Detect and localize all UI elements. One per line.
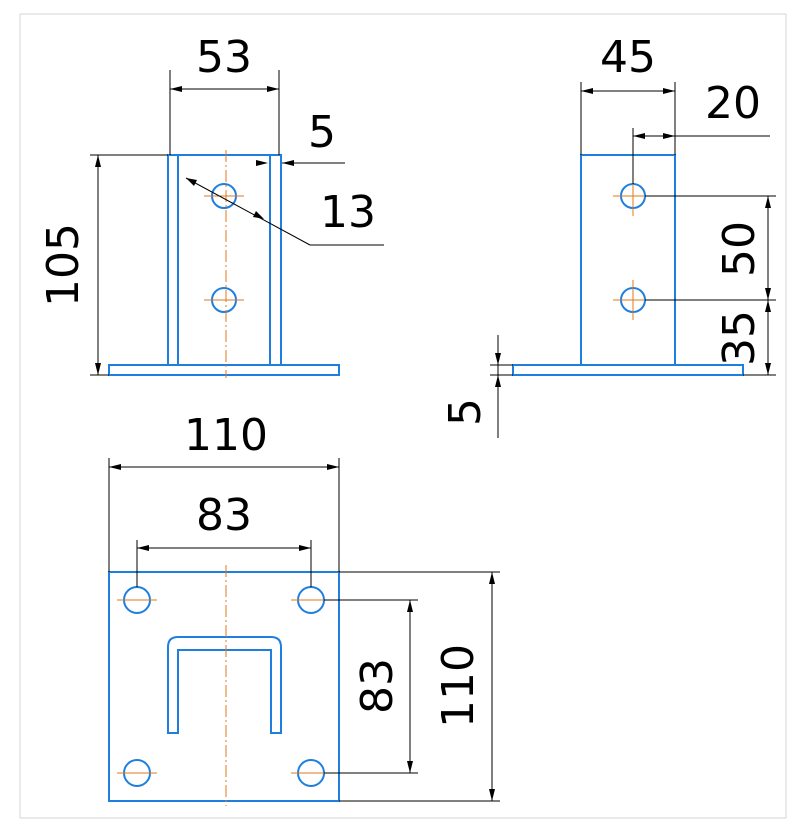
side-width-arrow-right — [663, 88, 675, 94]
drawing-frame — [19, 13, 787, 819]
side-upright-outline — [580, 154, 676, 366]
top-height-label: 110 — [433, 644, 484, 728]
front-hole-label: 13 — [320, 187, 376, 238]
front-thickness-arrow — [282, 160, 294, 166]
front-base-plate — [108, 364, 340, 376]
top-spacing-x-arrow-left — [137, 545, 149, 551]
front-upright-outline — [167, 154, 282, 366]
front-thickness-arrow-inner — [256, 160, 268, 166]
top-width-label: 110 — [184, 410, 268, 461]
side-view: 45 20 50 35 5 — [440, 32, 776, 438]
side-base-offset-label: 35 — [714, 310, 765, 366]
front-width-arrow-right — [267, 86, 279, 92]
top-spacing-x-arrow-right — [299, 545, 311, 551]
front-thickness-label: 5 — [308, 107, 336, 158]
top-upright-channel — [167, 636, 282, 734]
top-height-arrow-bottom — [489, 789, 495, 801]
side-base-arrow-top — [765, 300, 771, 312]
front-view: 53 5 13 105 — [38, 32, 384, 378]
side-base-plate — [512, 364, 744, 376]
side-width-label: 45 — [600, 32, 656, 83]
top-spacing-y-label: 83 — [352, 658, 403, 714]
side-plate-arrow-bottom — [495, 375, 501, 387]
side-spacing-arrow-bottom — [765, 288, 771, 300]
front-width-arrow-left — [170, 86, 182, 92]
side-base-arrow-bottom — [765, 363, 771, 375]
side-plate-thickness-label: 5 — [440, 398, 491, 426]
side-offset-label: 20 — [705, 78, 761, 129]
front-height-arrow-top — [95, 155, 101, 167]
top-spacing-x-label: 83 — [196, 490, 252, 541]
side-offset-arrow-right — [663, 133, 675, 139]
side-plate-arrow-top — [495, 353, 501, 365]
top-spacing-y-arrow-bottom — [407, 761, 413, 773]
front-height-label: 105 — [38, 223, 89, 307]
front-hole-arrow-right — [253, 211, 264, 219]
front-hole-leader — [185, 177, 311, 246]
top-view: 110 83 83 110 — [108, 410, 500, 806]
front-hole-arrow-left — [186, 178, 197, 186]
top-width-arrow-right — [327, 464, 339, 470]
side-width-arrow-left — [581, 88, 593, 94]
side-offset-arrow-left — [633, 133, 645, 139]
side-spacing-label: 50 — [714, 221, 765, 277]
top-base-plate — [108, 571, 340, 802]
side-spacing-arrow-top — [765, 196, 771, 208]
front-width-label: 53 — [196, 32, 252, 83]
top-width-arrow-left — [109, 464, 121, 470]
front-height-arrow-bottom — [95, 363, 101, 375]
top-height-arrow-top — [489, 572, 495, 584]
top-spacing-y-arrow-top — [407, 600, 413, 612]
